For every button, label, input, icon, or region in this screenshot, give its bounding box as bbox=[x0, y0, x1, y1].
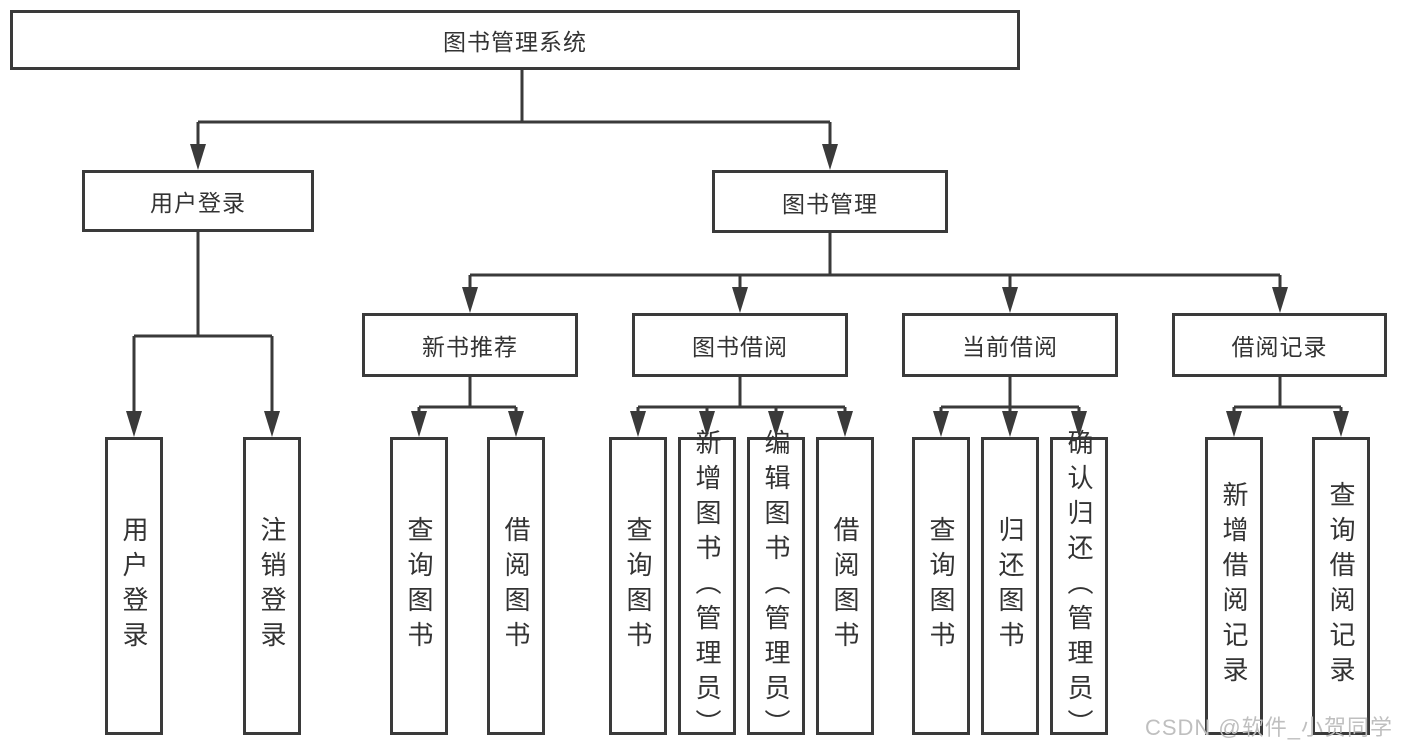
node-library-management-system: 图书管理系统 bbox=[10, 10, 1020, 70]
node-label: 图书管理系统 bbox=[443, 29, 587, 55]
node-label: 图书借阅 bbox=[692, 334, 788, 360]
node-borrowing-records: 借阅记录 bbox=[1172, 313, 1387, 377]
node-label: 确认归还（管理员） bbox=[1064, 428, 1094, 744]
node-label: 当前借阅 bbox=[962, 334, 1058, 360]
node-label: 借阅图书 bbox=[501, 516, 531, 656]
node-label: 新书推荐 bbox=[422, 334, 518, 360]
node-label: 新增图书（管理员） bbox=[692, 428, 722, 744]
node-label: 查询图书 bbox=[623, 516, 653, 656]
node-label: 借阅记录 bbox=[1231, 334, 1328, 360]
node-label: 编辑图书（管理员） bbox=[761, 428, 791, 744]
node-label: 查询借阅记录 bbox=[1326, 481, 1356, 691]
leaf-edit-books-admin: 编辑图书（管理员） bbox=[747, 429, 805, 744]
leaf-borrow-books-recommend: 借阅图书 bbox=[487, 437, 545, 735]
node-label: 用户登录 bbox=[150, 190, 246, 216]
node-label: 图书管理 bbox=[782, 190, 878, 217]
leaf-query-books-current: 查询图书 bbox=[912, 437, 970, 735]
node-label: 用户登录 bbox=[119, 516, 149, 656]
node-label: 查询图书 bbox=[926, 516, 956, 656]
leaf-query-borrow-record: 查询借阅记录 bbox=[1312, 437, 1370, 735]
node-current-borrowing: 当前借阅 bbox=[902, 313, 1118, 377]
leaf-add-borrow-record: 新增借阅记录 bbox=[1205, 437, 1263, 735]
node-label: 归还图书 bbox=[995, 516, 1025, 656]
leaf-query-books-recommend: 查询图书 bbox=[390, 437, 448, 735]
csdn-watermark: CSDN @软件_小贺同学 bbox=[1144, 715, 1393, 740]
node-book-borrowing: 图书借阅 bbox=[632, 313, 848, 377]
leaf-user-login: 用户登录 bbox=[105, 437, 163, 735]
leaf-query-books-borrowing: 查询图书 bbox=[609, 437, 667, 735]
leaf-borrow-books: 借阅图书 bbox=[816, 437, 874, 735]
leaf-logout: 注销登录 bbox=[243, 437, 301, 735]
node-label: 注销登录 bbox=[257, 516, 287, 656]
leaf-confirm-return-admin: 确认归还（管理员） bbox=[1050, 429, 1108, 744]
node-book-management: 图书管理 bbox=[712, 170, 948, 233]
node-label: 查询图书 bbox=[404, 516, 434, 656]
node-user-login: 用户登录 bbox=[82, 170, 314, 232]
leaf-add-books-admin: 新增图书（管理员） bbox=[678, 429, 736, 744]
node-label: 借阅图书 bbox=[830, 516, 860, 656]
leaf-return-books: 归还图书 bbox=[981, 437, 1039, 735]
node-label: 新增借阅记录 bbox=[1219, 481, 1249, 691]
node-new-book-recommendation: 新书推荐 bbox=[362, 313, 578, 377]
